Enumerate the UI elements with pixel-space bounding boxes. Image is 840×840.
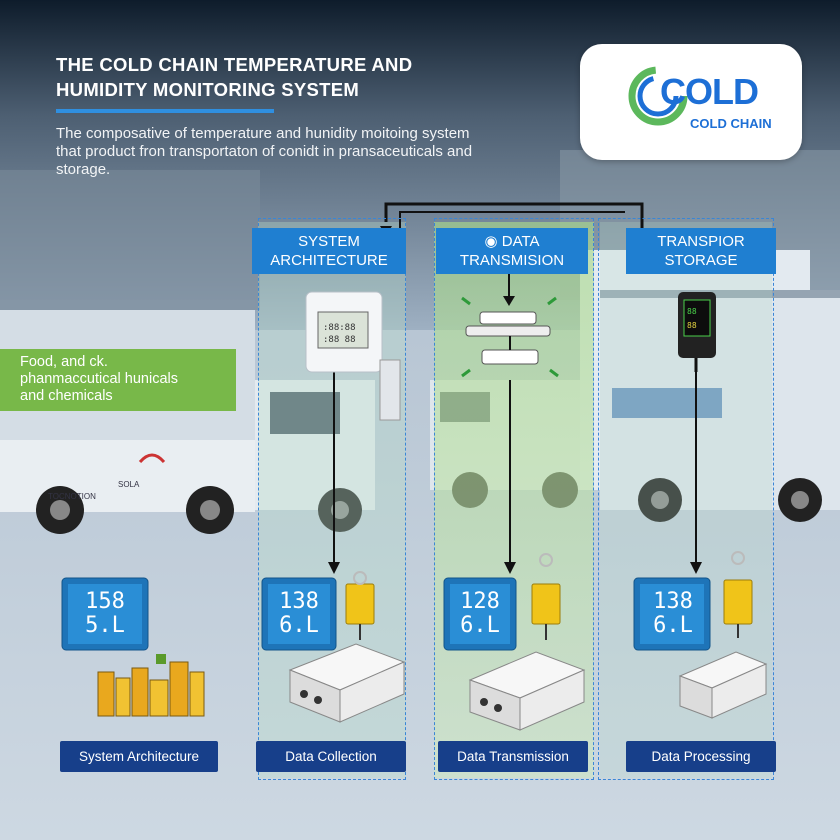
subtitle-line: The composative of temperature and hunid… (56, 125, 470, 142)
reading-bottom: 6.L (279, 613, 319, 638)
title-line: HUMIDITY MONITORING SYSTEM (56, 79, 360, 100)
connector-line (384, 202, 644, 228)
reading-bottom: 6.L (653, 613, 693, 638)
heading-line: STORAGE (664, 252, 738, 269)
display-cube (633, 577, 711, 651)
truck-right (600, 290, 840, 522)
reading-top: 138 (279, 589, 319, 614)
logo-swirl-icon (628, 66, 688, 126)
truck-side-text: TOCNOTION (48, 492, 96, 501)
display-cube (61, 577, 149, 651)
category-banner (0, 349, 236, 411)
svg-text:88: 88 (687, 321, 697, 330)
heading-transport-storage: TRANSPIOR STORAGE (626, 228, 776, 274)
heading-line: ◉ DATA (436, 232, 588, 251)
connector-line (399, 211, 625, 228)
title-line: THE COLD CHAIN TEMPERATURE AND (56, 54, 413, 75)
category-line: Food, and ck. (20, 354, 108, 370)
display-cube (443, 577, 517, 651)
category-line: phanmaccutical hunicals (20, 371, 178, 387)
display-reading: 138 6.L (642, 590, 704, 638)
category-line: and chemicals (20, 388, 113, 404)
subtitle: The composative of temperature and hunid… (56, 125, 576, 179)
data-logger-icon (468, 651, 586, 731)
handheld-meter-icon: 88 88 (678, 292, 716, 372)
yellow-tag-icon (723, 551, 753, 638)
subtitle-line: storage. (56, 161, 111, 178)
logo-word: COLD (660, 71, 759, 112)
display-cube (261, 577, 337, 651)
display-reading: 158 5.L (74, 590, 136, 638)
heading-system-architecture: SYSTEM ARCHITECTURE (252, 228, 406, 274)
svg-text::88:88: :88:88 (323, 323, 356, 333)
label-system-architecture: System Architecture (60, 741, 218, 772)
truck-side-text: SOLA (118, 480, 140, 489)
category-label: Food, and ck. phanmaccutical hunicals an… (20, 354, 232, 405)
heading-data-transmission: ◉ DATA TRANSMISION (436, 228, 588, 274)
yellow-tag-icon (345, 571, 375, 640)
heading-line: TRANSPIOR (657, 233, 745, 250)
heading-line: TRANSMISION (459, 252, 565, 269)
svg-text::88 88: :88 88 (323, 335, 356, 345)
data-logger-icon (288, 643, 406, 723)
data-logger-icon (678, 651, 768, 719)
heading-line: ARCHITECTURE (270, 252, 388, 269)
display-reading: 128 6.L (450, 590, 510, 638)
svg-text:88: 88 (687, 307, 697, 316)
label-data-transmission: Data Transmission (438, 741, 588, 772)
column-panel (598, 218, 774, 780)
reading-top: 128 (460, 589, 500, 614)
reading-top: 138 (653, 589, 693, 614)
medicine-bottles-icon (97, 654, 205, 717)
building (0, 170, 260, 310)
page-title: THE COLD CHAIN TEMPERATURE AND HUMIDITY … (56, 52, 526, 102)
reading-bottom: 6.L (460, 613, 500, 638)
display-reading: 138 6.L (268, 590, 330, 638)
column-panel (258, 218, 406, 780)
heading-line: SYSTEM (298, 233, 360, 250)
headset-icon: ◉ (484, 233, 498, 250)
network-nodes-icon (461, 296, 559, 378)
wall-sensor-icon: :88:88 :88 88 (305, 291, 401, 421)
subtitle-line: that product fron transportaton of conid… (56, 143, 473, 160)
label-data-collection: Data Collection (256, 741, 406, 772)
reading-top: 158 (85, 589, 125, 614)
title-underline (56, 109, 274, 113)
label-data-processing: Data Processing (626, 741, 776, 772)
logo-card (580, 44, 802, 160)
reading-bottom: 5.L (85, 613, 125, 638)
yellow-tag-icon (531, 553, 561, 640)
heading-text: DATA (501, 233, 540, 250)
column-panel (434, 218, 594, 780)
logo-subtitle: COLD CHAIN (690, 116, 772, 131)
